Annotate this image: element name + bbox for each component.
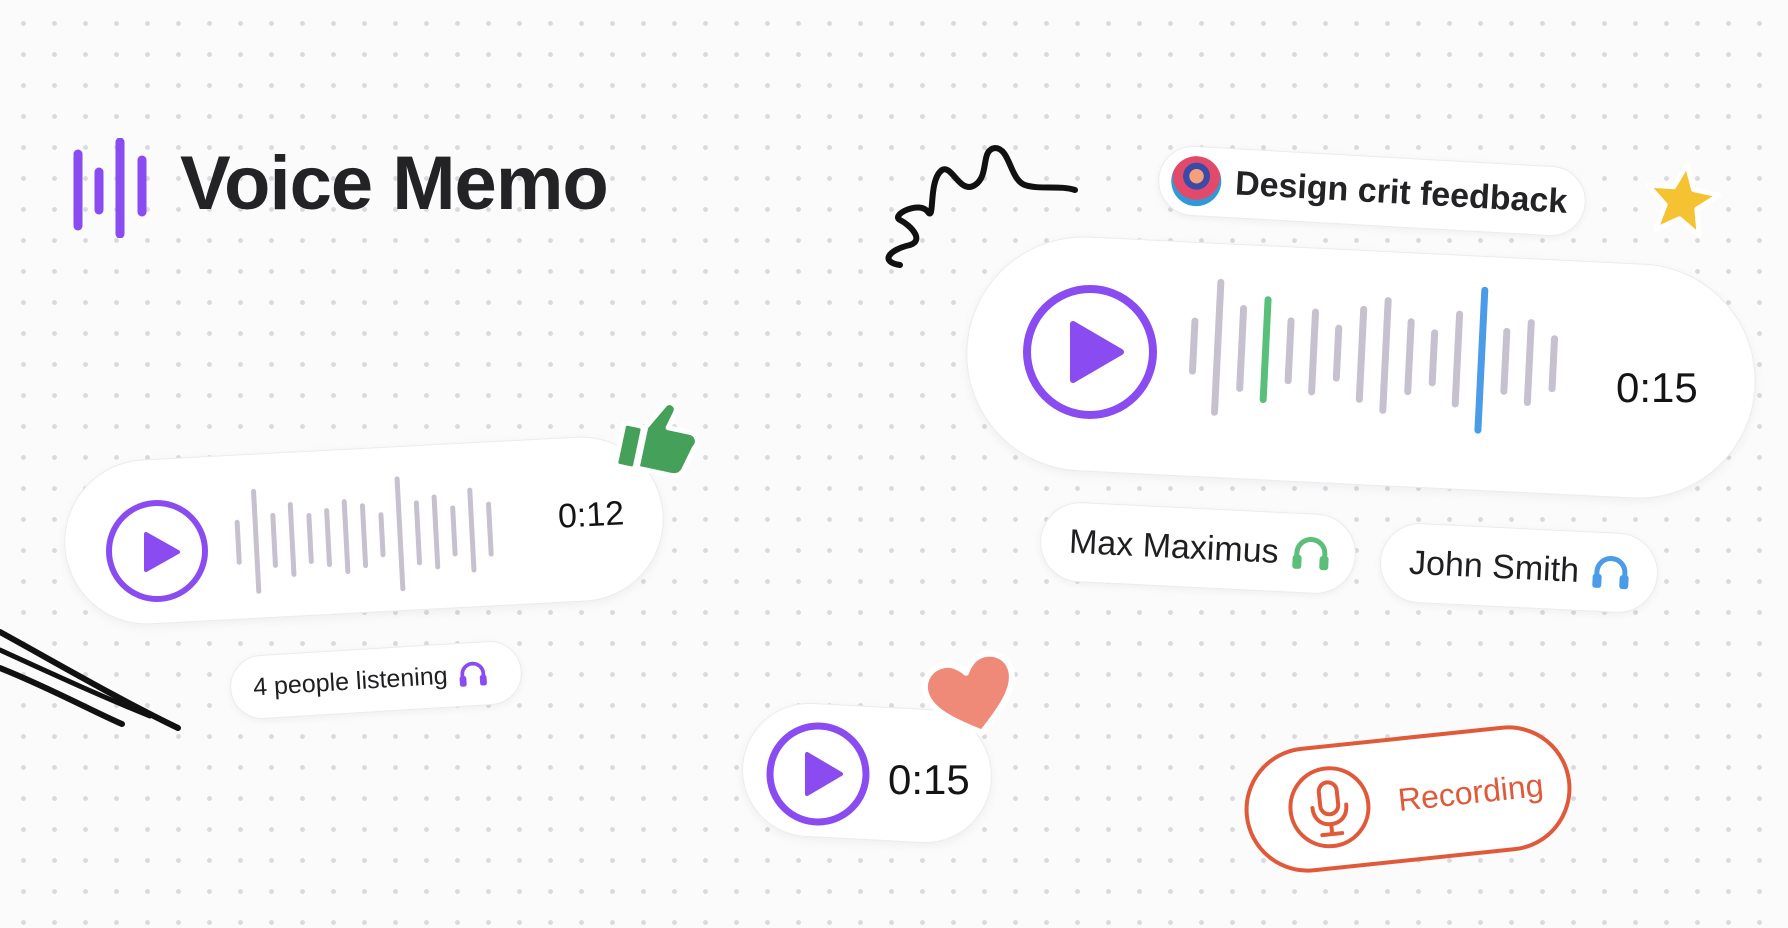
recording-label: Recording: [1396, 766, 1545, 818]
memo-title-chip[interactable]: Design crit feedback: [1156, 144, 1588, 238]
app-title: Voice Memo: [180, 141, 609, 226]
play-icon: [805, 752, 843, 796]
listening-count: 4 people listening: [252, 661, 449, 701]
listener-chip-john[interactable]: John Smith: [1378, 521, 1660, 615]
listener-chip-max[interactable]: Max Maximus: [1038, 500, 1358, 596]
scribble-lines-decoration: [0, 629, 181, 731]
play-button-main[interactable]: [1020, 282, 1160, 422]
listener-name: John Smith: [1408, 543, 1580, 590]
duration-main: 0:15: [1616, 364, 1698, 411]
play-button-small[interactable]: [764, 720, 872, 828]
recording-button[interactable]: Recording: [1238, 719, 1578, 879]
avatar: [1169, 154, 1223, 208]
play-icon: [1070, 321, 1124, 383]
waveform-left: [234, 476, 494, 594]
microphone-icon: [1288, 766, 1371, 849]
waveform-main: [1188, 278, 1558, 434]
star-icon: [1645, 161, 1722, 239]
waveform-logo-icon: [73, 137, 147, 239]
listening-count-chip: 4 people listening: [228, 639, 524, 721]
play-button-left[interactable]: [104, 498, 210, 604]
thumbs-up-icon: [613, 400, 700, 479]
play-icon: [144, 532, 180, 572]
app-logo: [70, 137, 152, 239]
listener-name: Max Maximus: [1068, 522, 1280, 571]
duration-small: 0:15: [888, 756, 970, 803]
memo-title: Design crit feedback: [1234, 163, 1569, 221]
headphones-icon: [459, 661, 487, 687]
duration-left: 0:12: [557, 494, 626, 536]
scribble-decoration: [885, 145, 1078, 268]
heart-icon: [922, 650, 1015, 736]
headphones-icon: [1291, 537, 1329, 571]
headphones-icon: [1592, 556, 1629, 590]
